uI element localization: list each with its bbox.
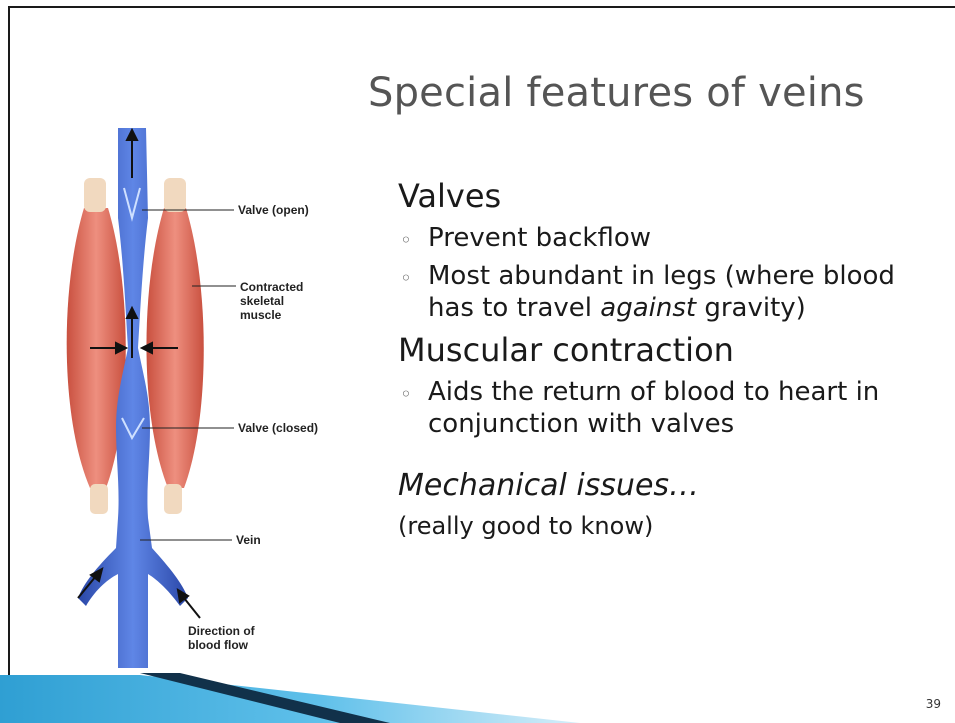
bullet-aids-return: ◦ Aids the return of blood to heart in c… (398, 376, 943, 440)
slide-body: Valves ◦ Prevent backflow ◦ Most abundan… (398, 176, 943, 542)
heading-valves: Valves (398, 176, 943, 216)
bottom-banner (0, 663, 580, 723)
page-number: 39 (926, 697, 941, 711)
heading-muscular: Muscular contraction (398, 330, 943, 370)
muscle-right (146, 178, 203, 514)
bullet-most-abundant: ◦ Most abundant in legs (where blood has… (398, 260, 943, 324)
label-direction-1: Direction of (188, 624, 256, 638)
note-text: (really good to know) (398, 510, 943, 542)
bullet-marker: ◦ (400, 224, 412, 256)
bullet-text: Aids the return of blood to heart in con… (428, 377, 879, 439)
vein-valve-diagram: Valve (open) Contracted skeletal muscle … (60, 128, 350, 668)
mechanical-issues: Mechanical issues… (398, 468, 943, 504)
bullet-text-emph: against (600, 293, 696, 323)
label-vein: Vein (236, 533, 261, 547)
label-contracted-2: skeletal (240, 294, 284, 308)
label-valve-open: Valve (open) (238, 203, 309, 217)
bullet-marker: ◦ (400, 262, 412, 294)
bullet-text: Prevent backflow (428, 223, 651, 253)
label-contracted-3: muscle (240, 308, 282, 322)
bullet-prevent-backflow: ◦ Prevent backflow (398, 222, 943, 254)
label-direction-2: blood flow (188, 638, 249, 652)
bullet-text-after: gravity) (696, 293, 806, 323)
bullet-marker: ◦ (400, 378, 412, 410)
label-valve-closed: Valve (closed) (238, 421, 318, 435)
label-contracted-1: Contracted (240, 280, 303, 294)
slide-title: Special features of veins (368, 70, 865, 116)
